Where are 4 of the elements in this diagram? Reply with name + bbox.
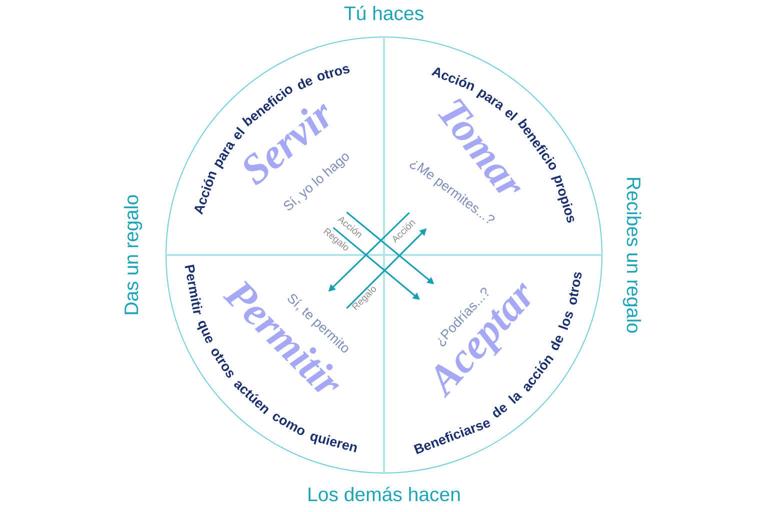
axis-label: Los demás hacen [308,486,460,502]
axis-label: Tú haces [344,6,424,20]
axis-label: Recibes un regalo [622,178,642,333]
axis-label: Das un regalo [124,195,142,314]
